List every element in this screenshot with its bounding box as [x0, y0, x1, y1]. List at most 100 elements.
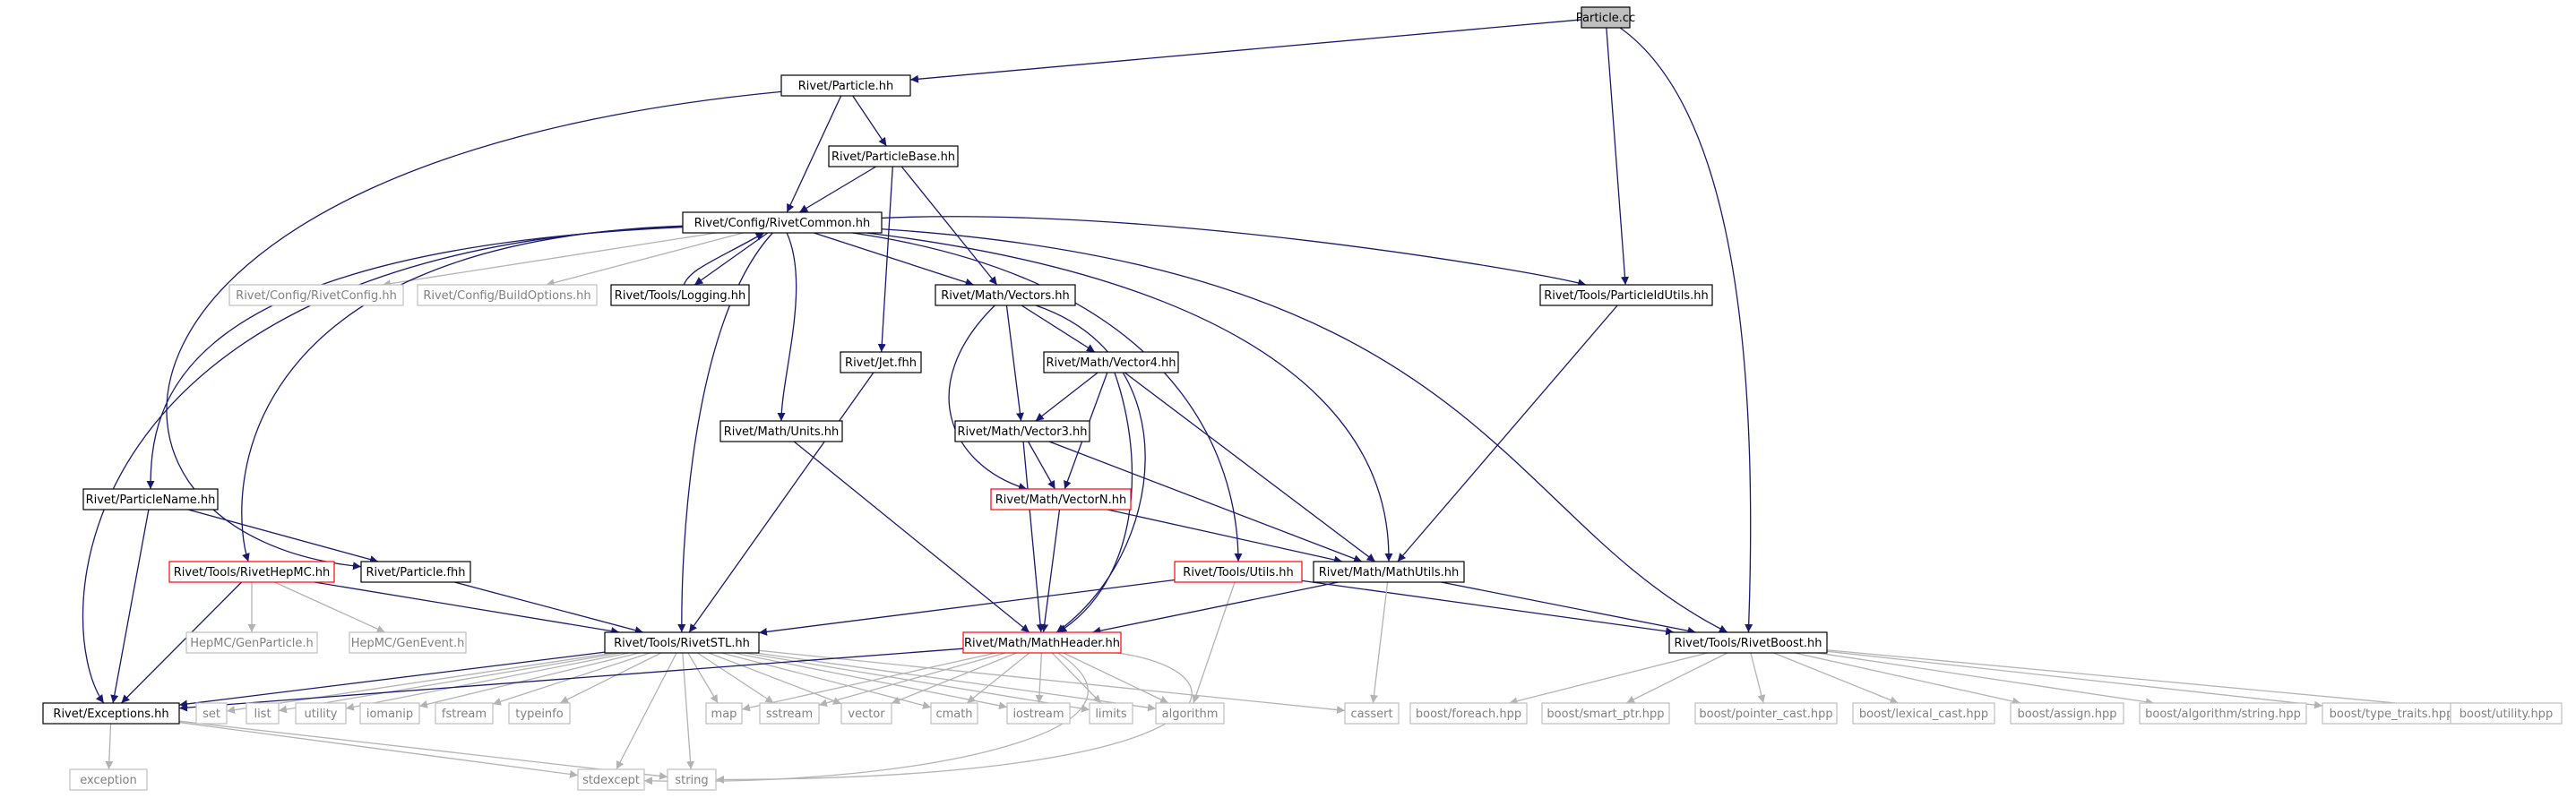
- edge-vector3_hh-to-mathutils_hh: [1048, 441, 1363, 562]
- edge-particlename_hh-to-exceptions_hh: [110, 509, 150, 704]
- node-box: [1174, 561, 1303, 583]
- edge-rivetboost_hh-to-boost_foreach: [1509, 652, 1708, 706]
- edge-mathheader_hh-to-sstream: [818, 652, 1006, 708]
- node-vectorn-hh[interactable]: Rivet/Math/VectorN.hh: [990, 488, 1132, 511]
- node-label: Rivet/Tools/Logging.hh: [615, 289, 745, 303]
- node-box: [840, 351, 922, 373]
- node-box: [2139, 702, 2307, 725]
- node-box: [1852, 702, 1995, 725]
- node-box: [667, 768, 717, 791]
- node-particle-fhh[interactable]: Rivet/Particle.fhh: [360, 561, 471, 583]
- edge-mathheader_hh-to-cmath: [966, 652, 1030, 704]
- edge-particlebase_hh-to-vectors_hh: [900, 166, 998, 286]
- edge-vector4_hh-to-vector3_hh: [1035, 372, 1098, 422]
- node-particle-hh[interactable]: Rivet/Particle.hh: [780, 74, 911, 97]
- node-mathutils-hh[interactable]: Rivet/Math/MathUtils.hh: [1313, 561, 1465, 583]
- node-box: [719, 420, 843, 442]
- node-units-hh[interactable]: Rivet/Math/Units.hh: [719, 420, 843, 442]
- node-label: Rivet/Config/RivetCommon.hh: [694, 217, 871, 230]
- node-rivetstl-hh[interactable]: Rivet/Tools/RivetSTL.hh: [604, 631, 760, 654]
- node-label: Rivet/Exceptions.hh: [53, 708, 168, 721]
- node-vectors-hh[interactable]: Rivet/Math/Vectors.hh: [935, 284, 1076, 306]
- node-vector4-hh[interactable]: Rivet/Math/Vector4.hh: [1043, 351, 1179, 373]
- node-label: boost/pointer_cast.hpp: [1699, 708, 1832, 721]
- node-label: cmath: [935, 708, 972, 721]
- edge-rivetstl_hh-to-vector: [708, 652, 842, 705]
- node-box: [295, 702, 347, 725]
- edge-rivetboost_hh-to-boost_smart_ptr: [1625, 652, 1728, 704]
- node-label: Rivet/Math/VectorN.hh: [995, 493, 1126, 507]
- node-particlebase-hh[interactable]: Rivet/ParticleBase.hh: [828, 145, 959, 167]
- edge-particlename_hh-to-particle_fhh: [187, 509, 379, 563]
- node-label: stdexcept: [582, 774, 640, 787]
- edge-rivetcommon_hh-to-rivetstl_hh: [677, 232, 773, 633]
- node-box: [1541, 702, 1670, 725]
- node-jet-fhh[interactable]: Rivet/Jet.fhh: [840, 351, 922, 373]
- node-boost-foreach: boost/foreach.hpp: [1409, 702, 1528, 725]
- edge-particle_cc-to-rivetboost_hh: [1619, 27, 1753, 633]
- node-rivethepmc-hh[interactable]: Rivet/Tools/RivetHepMC.hh: [168, 561, 335, 583]
- edge-rivetcommon_hh-to-utils_hh: [852, 232, 1243, 562]
- node-box: [82, 488, 219, 511]
- edge-logging_hh-to-rivetcommon_hh: [683, 232, 765, 286]
- edge-rivetstl_hh-to-list: [278, 652, 621, 714]
- node-exceptions-hh[interactable]: Rivet/Exceptions.hh: [42, 702, 180, 725]
- edge-rivetstl_hh-to-string: [682, 652, 695, 770]
- node-map: map: [705, 702, 743, 725]
- node-label: Rivet/Math/MathHeader.hh: [964, 637, 1120, 650]
- node-particleidutils-hh[interactable]: Rivet/Tools/ParticleIdUtils.hh: [1539, 284, 1713, 306]
- node-label: HepMC/GenEvent.h: [351, 637, 465, 650]
- edge-mathutils_hh-to-rivetboost_hh: [1441, 581, 1696, 635]
- edge-rivetboost_hh-to-boost_lexical_cast: [1773, 652, 1899, 704]
- node-label: Rivet/Tools/RivetBoost.hh: [1675, 637, 1822, 650]
- node-box: [349, 631, 467, 654]
- node-box: [705, 702, 743, 725]
- edge-jet_fhh-to-rivetstl_hh: [688, 372, 874, 633]
- edge-particle_cc-to-particle_hh: [909, 19, 1582, 83]
- edge-vectors_hh-to-vector3_hh: [1005, 305, 1024, 422]
- edge-particle_hh-to-rivetcommon_hh: [786, 95, 842, 213]
- edge-mathutils_hh-to-mathheader_hh: [1092, 581, 1339, 635]
- node-label: Rivet/Tools/ParticleIdUtils.hh: [1544, 289, 1709, 303]
- node-box: [195, 702, 228, 725]
- node-logging-hh[interactable]: Rivet/Tools/Logging.hh: [610, 284, 750, 306]
- node-label: utility: [305, 708, 338, 721]
- edge-rivetstl_hh-to-typeinfo: [559, 652, 662, 704]
- nodes-layer: Particle.ccRivet/Particle.hhRivet/Partic…: [42, 6, 2563, 791]
- node-mathheader-hh[interactable]: Rivet/Math/MathHeader.hh: [962, 631, 1122, 654]
- edge-exceptions_hh-to-stdexcept: [178, 721, 579, 778]
- edge-mathheader_hh-to-limits: [1051, 652, 1102, 704]
- node-vector3-hh[interactable]: Rivet/Math/Vector3.hh: [954, 420, 1090, 442]
- node-label: typeinfo: [515, 708, 563, 721]
- edge-particlebase_hh-to-rivetcommon_hh: [798, 166, 877, 213]
- edge-rivethepmc_hh-to-genevent_h: [274, 581, 385, 633]
- edge-rivetstl_hh-to-map: [687, 652, 719, 704]
- node-label: Rivet/ParticleName.hh: [86, 493, 216, 507]
- node-rivetconfig-hh: Rivet/Config/RivetConfig.hh: [228, 284, 404, 306]
- node-particle-cc[interactable]: Particle.cc: [1576, 6, 1635, 29]
- edge-rivetcommon_hh-to-buildoptions_hh: [546, 232, 744, 287]
- node-utils-hh[interactable]: Rivet/Tools/Utils.hh: [1174, 561, 1303, 583]
- node-iostream: iostream: [1006, 702, 1071, 725]
- node-box: [930, 702, 978, 725]
- node-label: iostream: [1012, 708, 1064, 721]
- edge-vectors_hh-to-vectorn_hh: [948, 305, 1028, 491]
- edge-vector3_hh-to-vectorn_hh: [1027, 441, 1056, 490]
- edge-particle_cc-to-particleidutils_hh: [1606, 27, 1629, 286]
- node-label: Rivet/Math/Vector3.hh: [957, 425, 1087, 439]
- node-label: Rivet/Tools/RivetSTL.hh: [614, 637, 750, 650]
- node-rivetboost-hh[interactable]: Rivet/Tools/RivetBoost.hh: [1668, 631, 1828, 654]
- node-boost-type-traits: boost/type_traits.hpp: [2322, 702, 2461, 725]
- node-label: list: [254, 708, 271, 721]
- edge-rivetstl_hh-to-iostream: [733, 652, 1008, 710]
- node-cassert: cassert: [1344, 702, 1400, 725]
- node-rivetcommon-hh[interactable]: Rivet/Config/RivetCommon.hh: [682, 211, 883, 234]
- edge-exceptions_hh-to-exception: [105, 723, 114, 770]
- node-particlename-hh[interactable]: Rivet/ParticleName.hh: [82, 488, 219, 511]
- node-box: [1043, 351, 1179, 373]
- edge-rivetcommon_hh-to-particlename_hh: [146, 226, 684, 490]
- node-box: [508, 702, 571, 725]
- node-label: algorithm: [1162, 708, 1219, 721]
- node-box: [840, 702, 892, 725]
